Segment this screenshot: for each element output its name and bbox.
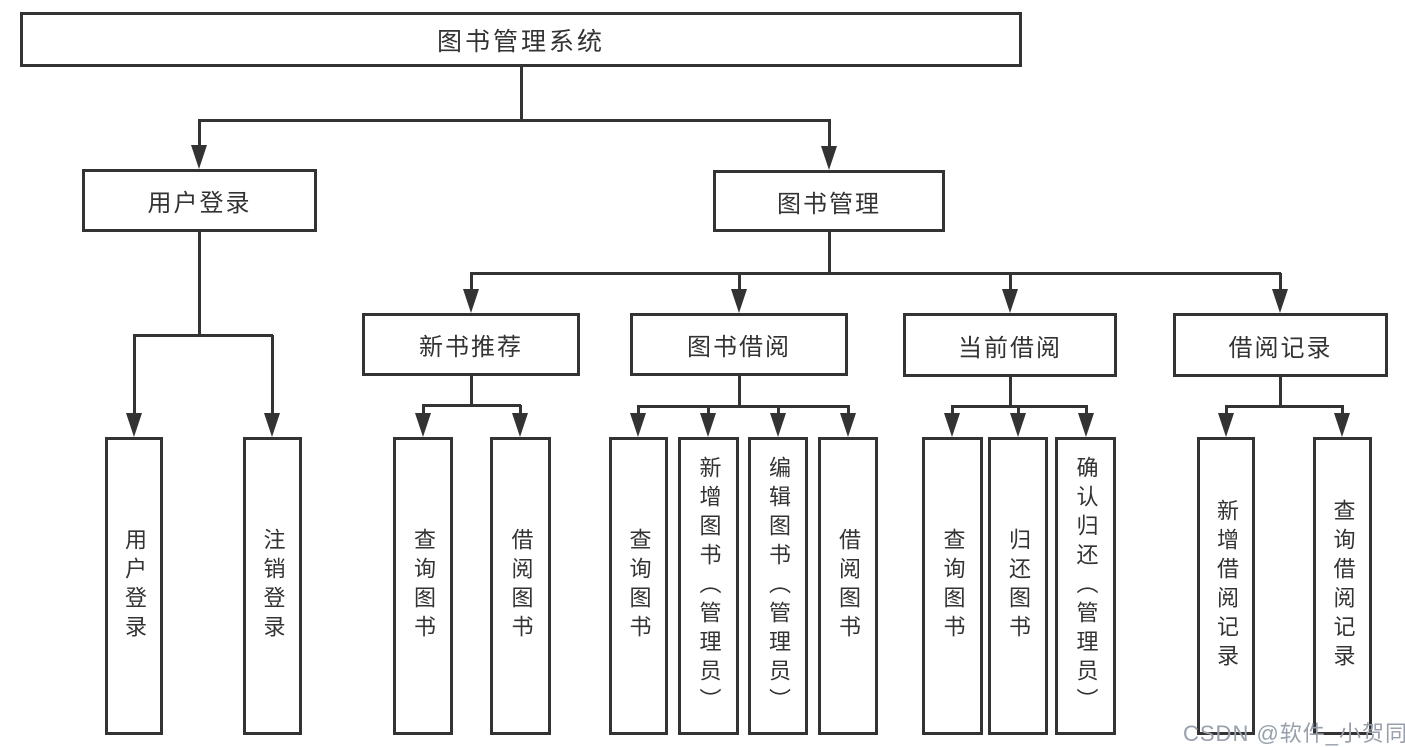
connector-line [470,273,473,293]
leaf-query-books-recommend: 查询图书 [393,437,453,735]
connector-line [133,335,136,417]
leaf-query-borrow-record: 查询借阅记录 [1313,437,1372,735]
arrowhead-down-icon [944,413,960,437]
node-current-borrow-label: 当前借阅 [958,334,1062,362]
node-book-borrow-label: 图书借阅 [687,334,791,361]
connector-line [519,405,522,418]
node-current-borrow: 当前借阅 [903,313,1117,377]
leaf-query-books-current-label: 查询图书 [940,528,966,644]
node-new-book-recommend-label: 新书推荐 [419,334,523,361]
arrowhead-down-icon [415,413,431,437]
node-borrow-records: 借阅记录 [1173,313,1388,377]
leaf-add-borrow-record: 新增借阅记录 [1197,437,1255,735]
connector-line [707,405,710,418]
connector-line [1341,405,1344,418]
node-book-borrow: 图书借阅 [630,313,848,376]
connector-line [470,272,1281,275]
arrowhead-down-icon [1334,413,1350,437]
connector-line [198,232,201,337]
arrowhead-down-icon [821,146,837,170]
leaf-return-books: 归还图书 [988,437,1048,735]
node-user-login: 用户登录 [82,169,317,232]
leaf-add-book-admin: 新增图书（管理员） [678,437,739,735]
node-borrow-records-label: 借阅记录 [1228,334,1333,362]
leaf-borrow-books-recommend: 借阅图书 [490,437,551,735]
arrowhead-down-icon [1002,289,1018,313]
leaf-user-login: 用户登录 [105,437,163,735]
leaf-borrow-books-recommend-label: 借阅图书 [508,528,534,644]
leaf-logout-label: 注销登录 [260,528,286,644]
connector-line [637,405,849,408]
connector-line [847,405,850,418]
leaf-user-login-label: 用户登录 [122,528,147,644]
connector-line [1085,405,1088,418]
arrowhead-down-icon [630,413,646,437]
arrowhead-down-icon [126,413,142,437]
leaf-borrow-books: 借阅图书 [818,437,878,735]
connector-line [777,405,780,418]
connector-line [828,232,831,275]
connector-line [1009,377,1012,407]
connector-line [198,119,831,122]
connector-line [520,67,523,120]
connector-line [1279,273,1282,293]
connector-line [637,405,640,418]
leaf-query-books-borrow: 查询图书 [609,437,668,735]
arrowhead-down-icon [700,413,716,437]
connector-line [422,405,425,418]
connector-line [1279,377,1282,407]
connector-line [271,335,274,417]
leaf-borrow-books-label: 借阅图书 [836,528,861,644]
leaf-confirm-return-admin-label: 确认归还（管理员） [1073,455,1099,717]
leaf-edit-book-admin: 编辑图书（管理员） [748,437,808,735]
node-library-system: 图书管理系统 [20,12,1022,67]
leaf-add-borrow-record-label: 新增借阅记录 [1214,499,1239,673]
leaf-edit-book-admin-label: 编辑图书（管理员） [766,455,791,717]
node-book-management: 图书管理 [713,170,945,232]
node-library-system-label: 图书管理系统 [436,27,605,56]
connector-line [1225,405,1228,418]
node-user-login-label: 用户登录 [147,190,252,217]
connector-line [1009,273,1012,293]
connector-line [1017,405,1020,418]
arrowhead-down-icon [264,413,280,437]
arrowhead-down-icon [463,289,479,313]
connector-line [1225,405,1343,408]
leaf-query-books-borrow-label: 查询图书 [626,528,652,644]
node-book-management-label: 图书管理 [777,190,881,218]
arrowhead-down-icon [1272,289,1288,313]
leaf-confirm-return-admin: 确认归还（管理员） [1055,437,1116,735]
csdn-watermark: CSDN @软件_小贺同学 [1183,721,1405,746]
arrowhead-down-icon [840,413,856,437]
connector-line [470,376,473,407]
arrowhead-down-icon [1218,413,1234,437]
connector-line [738,273,741,293]
connector-line [951,405,954,418]
connector-line [951,405,1087,408]
leaf-query-books-recommend-label: 查询图书 [411,528,436,644]
leaf-query-borrow-record-label: 查询借阅记录 [1330,499,1356,673]
arrowhead-down-icon [1078,413,1094,437]
connector-line [198,120,201,150]
node-new-book-recommend: 新书推荐 [362,313,580,376]
leaf-logout: 注销登录 [243,437,302,735]
connector-line [422,404,521,407]
connector-line [738,376,741,407]
arrowhead-down-icon [512,413,528,437]
arrowhead-down-icon [770,413,786,437]
leaf-add-book-admin-label: 新增图书（管理员） [696,455,722,717]
arrowhead-down-icon [191,145,207,169]
connector-line [133,334,273,337]
leaf-return-books-label: 归还图书 [1006,528,1031,644]
leaf-query-books-current: 查询图书 [922,437,983,735]
connector-line [828,120,831,150]
arrowhead-down-icon [731,289,747,313]
arrowhead-down-icon [1010,413,1026,437]
